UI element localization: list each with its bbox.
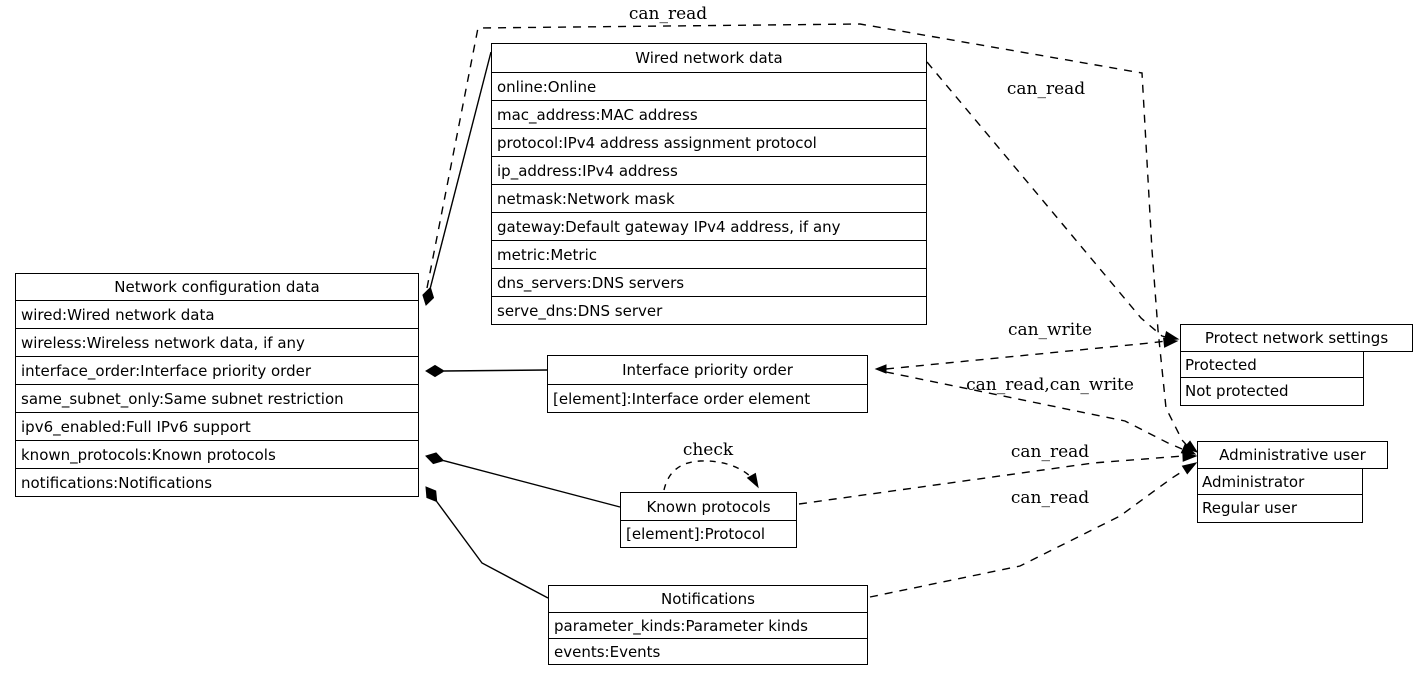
attribute-row: wired:Wired network data bbox=[16, 300, 418, 328]
edge-interface-can-write-protect bbox=[874, 337, 1179, 374]
edge-label-can-read-known: can_read bbox=[1010, 442, 1090, 462]
edge-label-can-read-can-write: can_read,can_write bbox=[966, 375, 1134, 395]
node-wired-network-data: Wired network data online:Online mac_add… bbox=[491, 43, 927, 325]
node-network-configuration-data: Network configuration data wired:Wired n… bbox=[15, 273, 419, 497]
attribute-row: parameter_kinds:Parameter kinds bbox=[549, 612, 867, 638]
node-title: Known protocols bbox=[646, 497, 771, 516]
node-known-protocols: Known protocols [element]:Protocol bbox=[620, 492, 797, 548]
node-title: Network configuration data bbox=[114, 278, 320, 296]
attribute-row: dns_servers:DNS servers bbox=[492, 268, 926, 296]
attribute-row: metric:Metric bbox=[492, 240, 926, 268]
diamond-arrowhead bbox=[425, 486, 438, 503]
edge-wired-can-read-protect bbox=[926, 61, 1180, 342]
attribute-row: ip_address:IPv4 address bbox=[492, 156, 926, 184]
attribute-row: netmask:Network mask bbox=[492, 184, 926, 212]
attribute-row: events:Events bbox=[549, 638, 867, 664]
edge-label-check: check bbox=[682, 440, 734, 460]
node-title: Wired network data bbox=[635, 49, 783, 67]
node-protect-network-settings-title: Protect network settings bbox=[1180, 324, 1413, 352]
attribute-row: ipv6_enabled:Full IPv6 support bbox=[16, 412, 418, 440]
attribute-row: [element]:Protocol bbox=[621, 520, 796, 547]
node-title: Interface priority order bbox=[622, 361, 793, 379]
edge-known-protocols-can-read-admin-user bbox=[798, 451, 1198, 505]
edge-composition-wired bbox=[422, 51, 492, 306]
edge-composition-known-protocols bbox=[425, 452, 621, 508]
node-notifications: Notifications parameter_kinds:Parameter … bbox=[548, 585, 868, 665]
edge-label-can-write: can_write bbox=[1007, 320, 1093, 340]
attribute-row: serve_dns:DNS server bbox=[492, 296, 926, 324]
diamond-arrowhead bbox=[425, 452, 445, 465]
edge-composition-interface-order bbox=[425, 364, 548, 378]
attribute-row: protocol:IPv4 address assignment protoco… bbox=[492, 128, 926, 156]
attribute-row: [element]:Interface order element bbox=[548, 384, 867, 412]
node-title: Notifications bbox=[661, 590, 755, 608]
attribute-row: interface_order:Interface priority order bbox=[16, 356, 418, 384]
diamond-arrowhead bbox=[422, 286, 435, 306]
edge-notifications-can-read-admin-user bbox=[869, 462, 1198, 598]
enum-value-row: Administrator bbox=[1197, 467, 1363, 496]
edge-label-can-read-top: can_read bbox=[628, 4, 708, 24]
attribute-row: mac_address:MAC address bbox=[492, 100, 926, 128]
edge-label-can-read-wired: can_read bbox=[1006, 79, 1086, 99]
edge-composition-notifications bbox=[425, 486, 549, 599]
back-arrowhead bbox=[874, 364, 887, 374]
diamond-arrowhead bbox=[425, 364, 445, 378]
edge-label-can-read-notifications: can_read bbox=[1010, 488, 1090, 508]
enum-value-row: Protected bbox=[1180, 350, 1364, 379]
enum-value-row: Not protected bbox=[1180, 377, 1364, 406]
enum-value-row: Regular user bbox=[1197, 494, 1363, 523]
attribute-row: known_protocols:Known protocols bbox=[16, 440, 418, 468]
node-administrative-user-title: Administrative user bbox=[1197, 441, 1388, 469]
attribute-row: gateway:Default gateway IPv4 address, if… bbox=[492, 212, 926, 240]
attribute-row: same_subnet_only:Same subnet restriction bbox=[16, 384, 418, 412]
attribute-row: notifications:Notifications bbox=[16, 468, 418, 496]
attribute-row: wireless:Wireless network data, if any bbox=[16, 328, 418, 356]
edge-check-self-loop bbox=[663, 460, 759, 491]
attribute-row: online:Online bbox=[492, 72, 926, 100]
node-interface-priority-order: Interface priority order [element]:Inter… bbox=[547, 355, 868, 413]
